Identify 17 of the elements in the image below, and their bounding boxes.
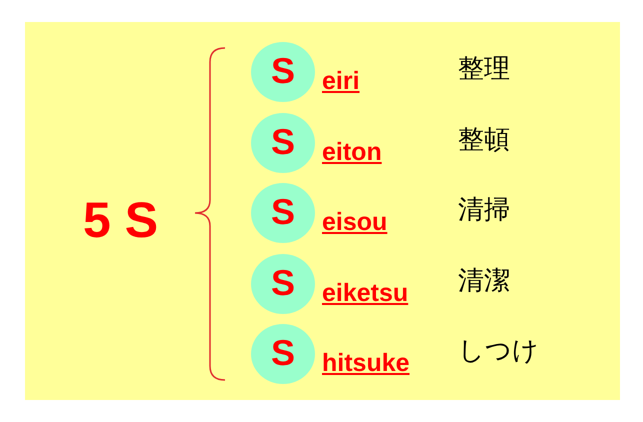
- japanese-word: 清掃: [458, 195, 510, 225]
- japanese-word: 清潔: [458, 266, 510, 296]
- letter-circle: S: [251, 324, 315, 384]
- romaji-word: eiketsu: [322, 278, 408, 308]
- japanese-word: 整頓: [458, 124, 510, 154]
- title-text: 5 S: [83, 191, 158, 250]
- japanese-word: 整理: [458, 54, 510, 84]
- letter-circle: S: [251, 183, 315, 243]
- letter-circle: S: [251, 254, 315, 314]
- romaji-word: eiri: [322, 66, 360, 96]
- romaji-word: eiton: [322, 136, 382, 166]
- romaji-word: hitsuke: [322, 348, 410, 378]
- japanese-word: しつけ: [458, 336, 539, 366]
- letter-circle: S: [251, 42, 315, 102]
- romaji-word: eisou: [322, 207, 388, 237]
- letter-circle: S: [251, 112, 315, 172]
- panel-background: [25, 22, 620, 400]
